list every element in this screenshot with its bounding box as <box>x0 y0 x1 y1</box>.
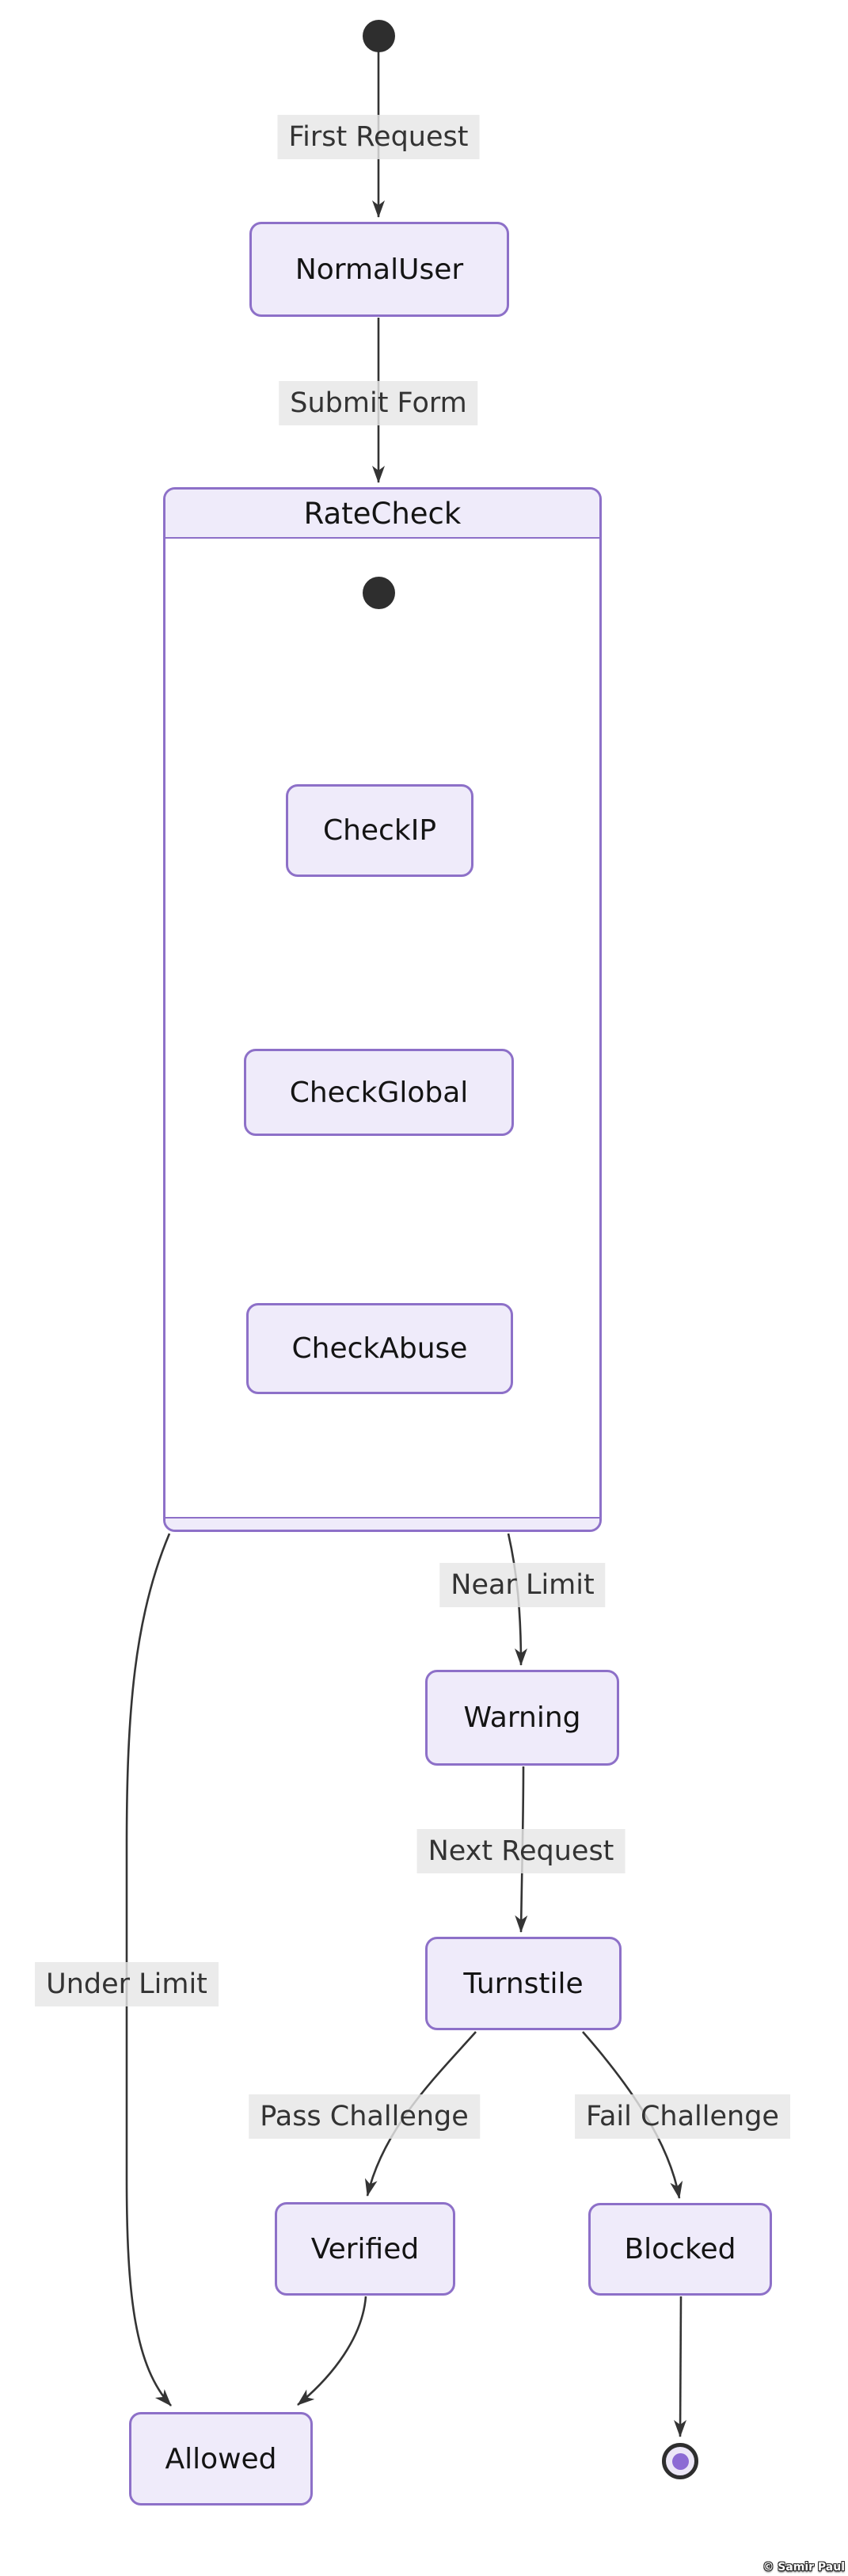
state-checkabuse: CheckAbuse <box>246 1303 513 1394</box>
state-checkglobal: CheckGlobal <box>244 1049 514 1136</box>
state-verified: Verified <box>275 2202 455 2296</box>
label-near-limit: Near Limit <box>439 1563 606 1607</box>
label-under-limit: Under Limit <box>35 1962 219 2006</box>
label-submit-form: Submit Form <box>279 381 478 425</box>
state-checkip: CheckIP <box>286 784 473 877</box>
state-normaluser-label: NormalUser <box>295 253 464 286</box>
state-verified-label: Verified <box>310 2232 420 2265</box>
state-turnstile: Turnstile <box>425 1937 622 2030</box>
state-blocked-label: Blocked <box>624 2233 736 2265</box>
edge-blocked-final <box>674 2296 687 2437</box>
state-checkglobal-label: CheckGlobal <box>289 1076 469 1109</box>
state-checkip-label: CheckIP <box>322 814 437 847</box>
ratecheck-initial-state-icon <box>363 577 395 609</box>
initial-state-icon <box>363 20 395 52</box>
edge-verified-allowed <box>297 2296 367 2406</box>
state-warning: Warning <box>425 1670 619 1766</box>
ratecheck-header: RateCheck <box>165 490 599 539</box>
state-turnstile-label: Turnstile <box>463 1967 584 2000</box>
label-pass-challenge: Pass Challenge <box>249 2094 480 2139</box>
edge-under-limit <box>125 1533 172 2406</box>
state-warning-label: Warning <box>463 1701 581 1734</box>
label-first-request: First Request <box>277 115 480 159</box>
ratecheck-footer <box>165 1517 599 1530</box>
final-state-icon <box>662 2443 698 2479</box>
state-blocked: Blocked <box>588 2203 772 2296</box>
final-state-inner-dot <box>671 2452 689 2470</box>
state-checkabuse-label: CheckAbuse <box>291 1332 468 1365</box>
ratecheck-title: RateCheck <box>303 496 462 531</box>
label-fail-challenge: Fail Challenge <box>575 2094 790 2139</box>
label-next-request: Next Request <box>416 1829 626 1873</box>
state-allowed-label: Allowed <box>165 2442 277 2475</box>
state-normaluser: NormalUser <box>249 222 509 317</box>
state-allowed: Allowed <box>129 2412 313 2506</box>
watermark: © Samir Paul <box>762 2561 845 2574</box>
